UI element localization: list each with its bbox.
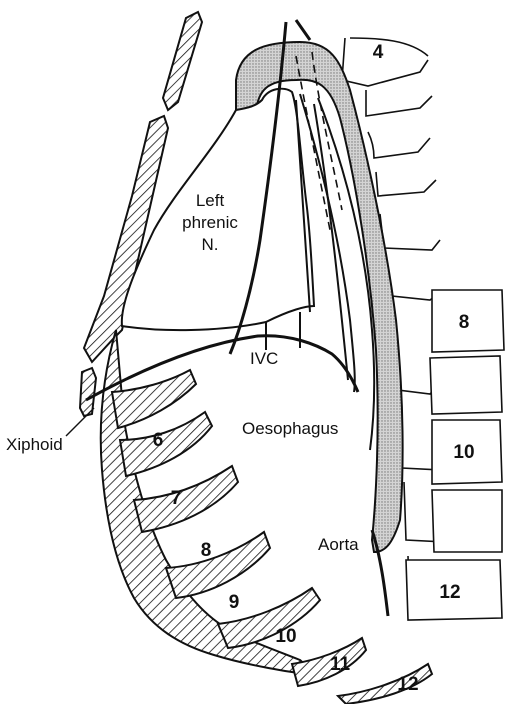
label-xiphoid: Xiphoid: [6, 435, 63, 454]
label-aorta: Aorta: [318, 535, 359, 554]
rib-number-7: 7: [171, 488, 182, 509]
xiphoid-leader-line: [66, 408, 94, 436]
rib-number-9: 9: [229, 592, 240, 613]
label-left-phrenic-2: phrenic: [182, 213, 238, 232]
rib-9: [166, 532, 270, 598]
rib-number-6: 6: [153, 430, 164, 451]
label-oesophagus: Oesophagus: [242, 419, 338, 438]
rib-number-12: 12: [397, 674, 418, 695]
vertebra-body-9: [430, 356, 502, 414]
rib-number-11: 11: [330, 654, 351, 675]
label-left-phrenic-3: N.: [202, 235, 219, 254]
vertebra-number-10: 10: [453, 442, 474, 463]
vertebra-number-8: 8: [459, 312, 470, 333]
vertebra-number-12: 12: [439, 582, 460, 603]
rib-number-10: 10: [275, 626, 296, 647]
vertebra-body-4: [350, 38, 428, 56]
vertebra-body-11: [432, 490, 502, 552]
rib-8: [134, 466, 238, 532]
vertebra-number-4: 4: [373, 42, 384, 63]
rib-number-8: 8: [201, 540, 212, 561]
label-left-phrenic-1: Left: [196, 191, 225, 210]
label-ivc: IVC: [250, 349, 278, 368]
vertebral-column: [342, 38, 504, 620]
sternum-segment-upper: [163, 12, 202, 110]
